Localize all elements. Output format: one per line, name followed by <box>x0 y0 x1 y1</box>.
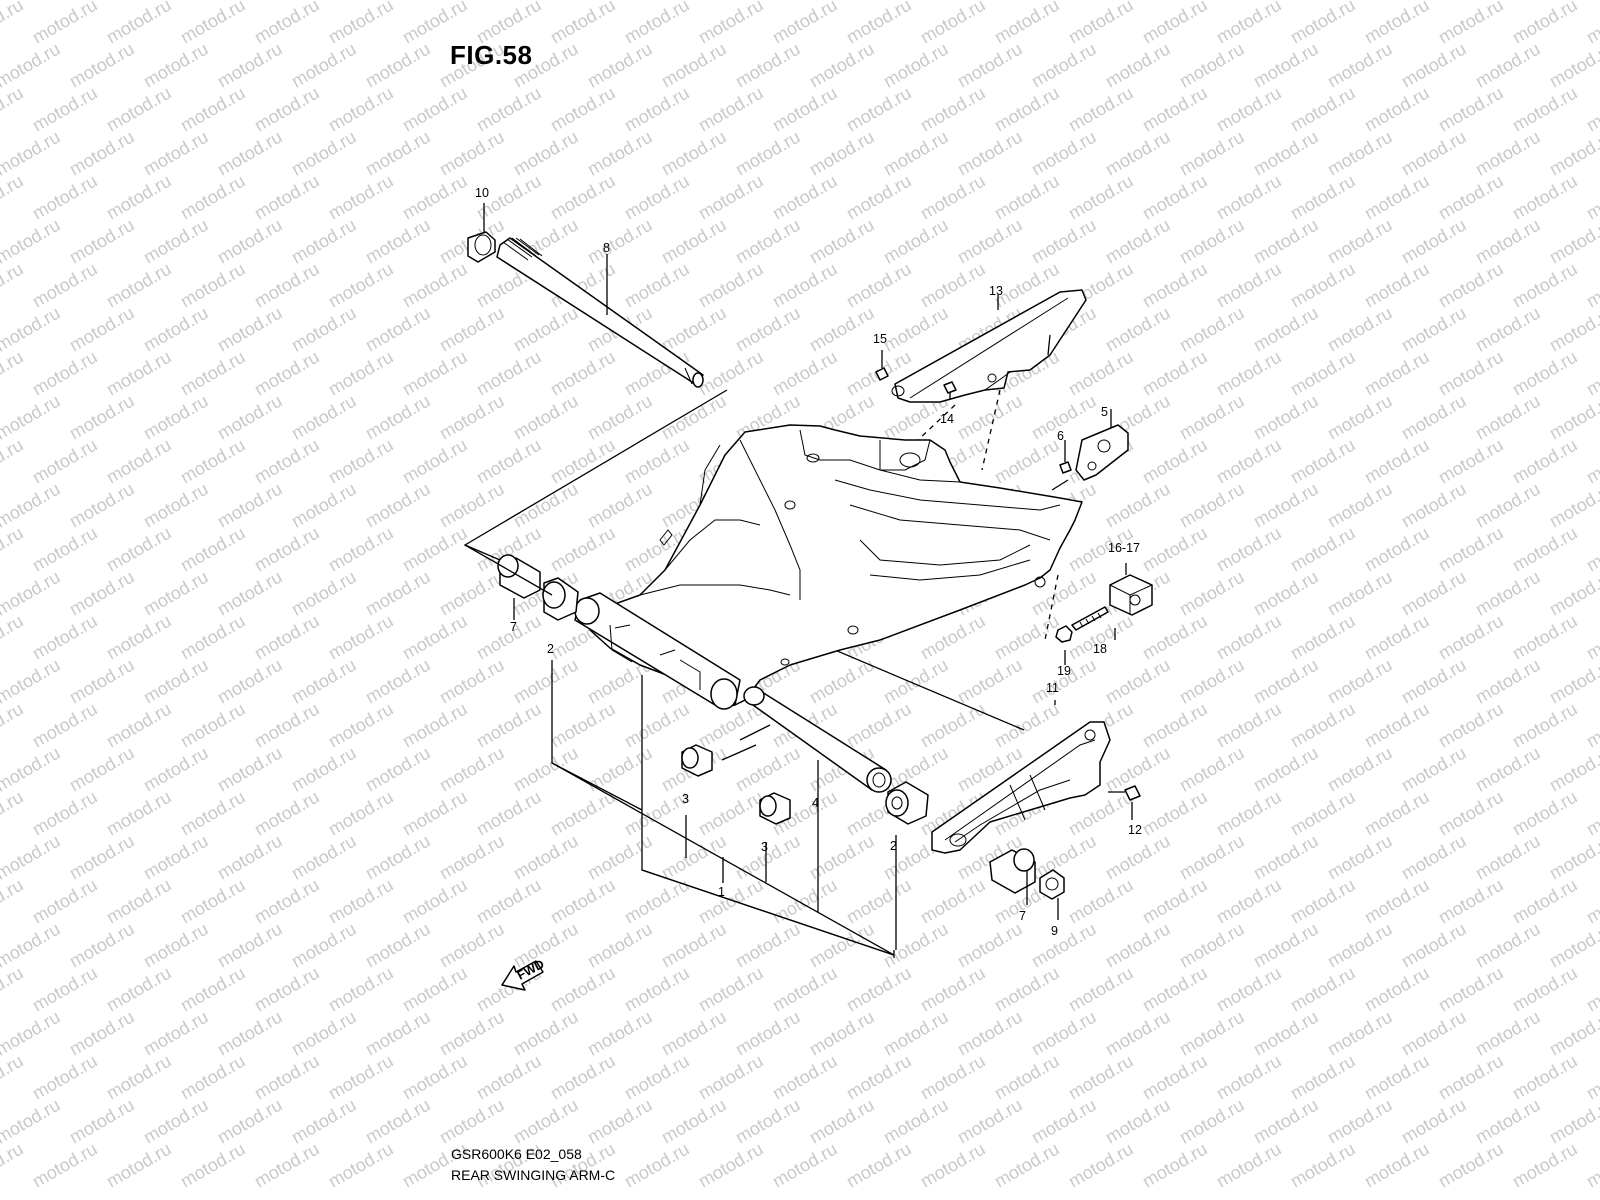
callout-9: 9 <box>1051 924 1058 938</box>
part-13-chain-case <box>891 289 1087 403</box>
callout-12: 12 <box>1128 823 1142 837</box>
leader-lines <box>464 203 1133 958</box>
callout-2-right: 2 <box>890 839 897 853</box>
figure-title: FIG.58 <box>450 40 533 70</box>
callout-labels: 10 8 13 15 14 6 5 16-17 18 19 7 2 11 3 4… <box>475 186 1142 938</box>
callout-6: 6 <box>1057 429 1064 443</box>
part-5-adjuster-plate <box>1075 424 1129 481</box>
callout-11: 11 <box>1046 681 1059 695</box>
part-7-collar-right <box>989 848 1036 894</box>
part-16-17-adjuster-block <box>1109 574 1153 616</box>
forward-direction-arrow: FWD <box>501 957 547 991</box>
callout-13: 13 <box>989 284 1003 298</box>
callout-3-lower: 3 <box>761 840 768 854</box>
diagram-title: REAR SWINGING ARM-C <box>451 1167 616 1183</box>
callout-5: 5 <box>1101 405 1108 419</box>
callout-8: 8 <box>603 241 610 255</box>
callout-18: 18 <box>1093 642 1107 656</box>
callout-3-upper: 3 <box>682 792 689 806</box>
callout-2-left: 2 <box>547 642 554 656</box>
part-1-swing-arm <box>574 424 1083 710</box>
part-14-bolt <box>943 381 957 400</box>
part-4-spacer-tube <box>743 686 892 793</box>
part-3-bearing-lower <box>759 792 791 825</box>
part-6-bolt <box>1059 440 1072 474</box>
callout-4: 4 <box>812 796 819 810</box>
callout-15: 15 <box>873 332 887 346</box>
diagram-code: GSR600K6 E02_058 <box>451 1146 582 1162</box>
callout-1: 1 <box>718 885 725 899</box>
callout-7-right: 7 <box>1019 909 1026 923</box>
part-19-nut <box>1055 625 1073 643</box>
part-2-bearing-right <box>885 781 929 825</box>
part-8-pivot-shaft <box>496 237 704 388</box>
callout-19: 19 <box>1057 664 1071 678</box>
callout-14: 14 <box>940 412 954 426</box>
part-10-pivot-nut <box>467 231 496 263</box>
part-2-bearing-left <box>542 577 579 621</box>
part-3-bearing-upper <box>681 744 713 777</box>
part-11-chain-buffer <box>931 721 1111 854</box>
part-12-screw <box>1108 785 1141 801</box>
part-18-adjuster-bolt <box>1071 606 1109 631</box>
part-15-bolt <box>875 350 889 381</box>
part-7-collar-left <box>497 554 541 599</box>
callout-10: 10 <box>475 186 489 200</box>
callout-7-left: 7 <box>510 620 517 634</box>
part-9-pivot-nut <box>1039 869 1065 900</box>
callout-16-17: 16-17 <box>1108 541 1140 555</box>
